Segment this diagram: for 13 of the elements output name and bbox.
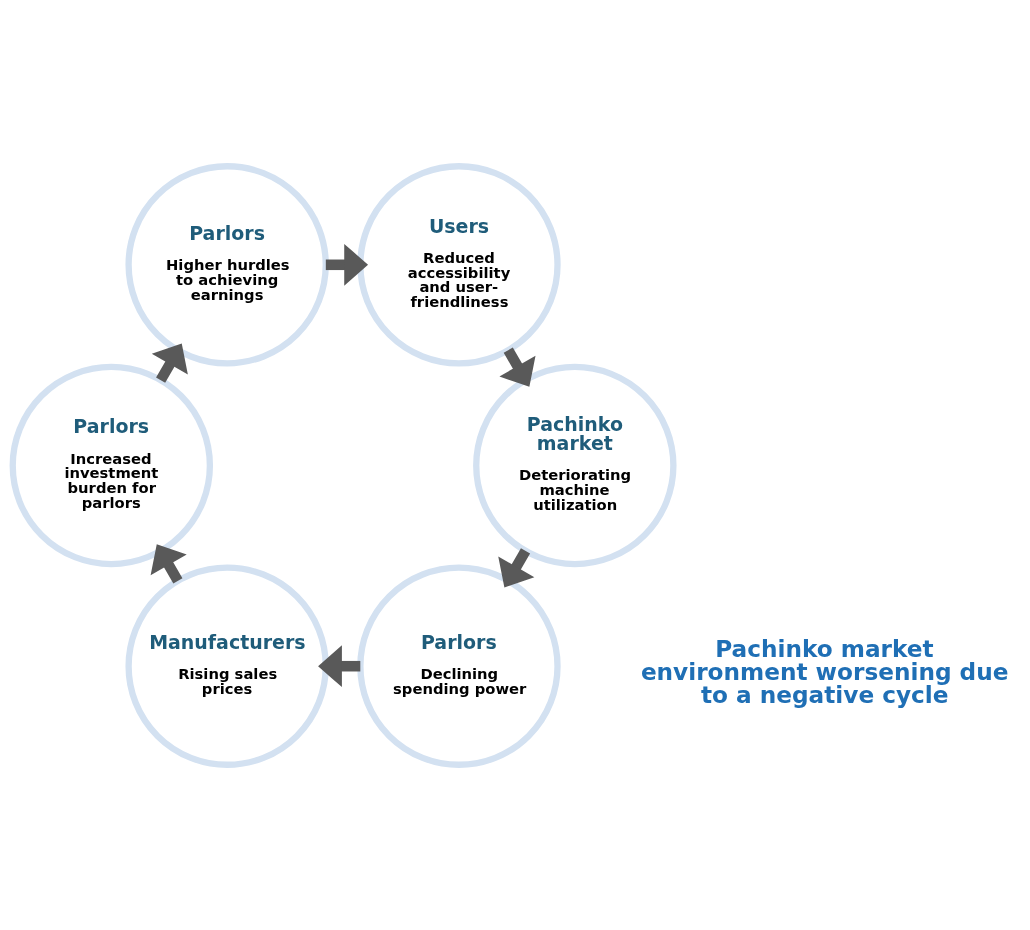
node-circle: Parlors Declining spending power bbox=[357, 563, 561, 768]
arrow bbox=[499, 347, 536, 387]
label: Pachinko market environment worsening due to a negative cycle bbox=[640, 634, 1009, 708]
arrow bbox=[150, 543, 187, 583]
node-circle: Parlors Higher hurdles to achieving earnings bbox=[125, 162, 329, 367]
node-circle: Pachinko market Deteriorating machine utilization bbox=[473, 363, 677, 567]
node-circle: Parlors Increased investment burden for parlors bbox=[9, 363, 214, 567]
node-circle: Users Reduced accessibility and user-friendliness bbox=[357, 162, 561, 367]
node-circle: Manufacturers Rising sales prices bbox=[125, 563, 329, 768]
arrow bbox=[318, 644, 361, 687]
arrow bbox=[498, 547, 535, 587]
arrow bbox=[325, 243, 369, 286]
arrow bbox=[151, 343, 188, 383]
